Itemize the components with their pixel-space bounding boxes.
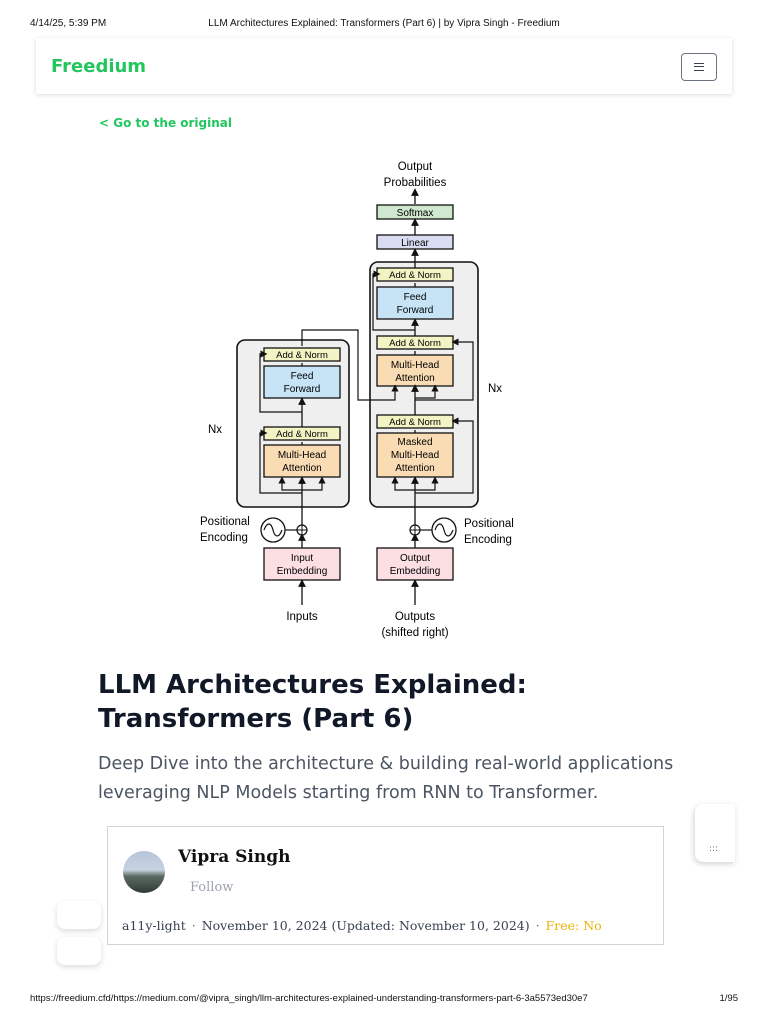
grip-dots-icon: ::: bbox=[709, 844, 718, 854]
output-emb-label-1: Output bbox=[400, 553, 430, 564]
decoder-nx-label: Nx bbox=[488, 383, 502, 395]
linear-label: Linear bbox=[401, 238, 429, 249]
meta-separator: · bbox=[192, 918, 196, 933]
decoder-addnorm-3-label: Add & Norm bbox=[389, 270, 441, 281]
encoder-ff-label-1: Feed bbox=[291, 371, 314, 382]
encoder-ff-label-2: Forward bbox=[284, 384, 321, 395]
masked-label-3: Attention bbox=[395, 463, 434, 474]
outputs-label-2: (shifted right) bbox=[381, 627, 448, 639]
avatar[interactable] bbox=[123, 851, 165, 893]
input-emb-label-1: Input bbox=[291, 553, 313, 564]
print-title: LLM Architectures Explained: Transformer… bbox=[0, 18, 768, 29]
decoder-addnorm-1-label: Add & Norm bbox=[389, 417, 441, 428]
decoder-pos-label-2: Encoding bbox=[464, 534, 512, 546]
author-card: Vipra Singh Follow a11y-light · November 1… bbox=[107, 826, 664, 945]
encoder-pos-label-2: Encoding bbox=[200, 532, 248, 544]
output-probs-label-1: Output bbox=[398, 161, 433, 173]
transformer-diagram: Output Probabilities Softmax Linear Add … bbox=[190, 150, 530, 645]
outputs-label-1: Outputs bbox=[395, 611, 436, 623]
decoder-pos-label-1: Positional bbox=[464, 518, 514, 530]
encoder-mha-label-2: Attention bbox=[282, 463, 321, 474]
output-probs-label-2: Probabilities bbox=[384, 177, 447, 189]
follow-button[interactable]: Follow bbox=[190, 880, 233, 895]
inputs-label: Inputs bbox=[286, 611, 318, 623]
brand-logo[interactable]: Freedium bbox=[51, 56, 146, 77]
transformer-architecture-figure: Output Probabilities Softmax Linear Add … bbox=[190, 150, 530, 645]
encoder-pos-label-1: Positional bbox=[200, 516, 250, 528]
decoder-mha-label-2: Attention bbox=[395, 373, 434, 384]
go-to-original-link[interactable]: < Go to the original bbox=[99, 116, 232, 130]
meta-separator: · bbox=[536, 918, 540, 933]
input-emb-label-2: Embedding bbox=[277, 566, 328, 577]
print-footer: https://freedium.cfd/https://medium.com/… bbox=[0, 993, 768, 1007]
decoder-ff-label-1: Feed bbox=[404, 292, 427, 303]
article-meta: a11y-light · November 10, 2024 (Updated: N… bbox=[122, 918, 602, 933]
floating-button-2[interactable] bbox=[57, 937, 101, 965]
encoder-mha-label-1: Multi-Head bbox=[278, 450, 326, 461]
decoder-addnorm-2-label: Add & Norm bbox=[389, 338, 441, 349]
masked-label-2: Multi-Head bbox=[391, 450, 439, 461]
masked-label-1: Masked bbox=[397, 437, 432, 448]
free-status-badge: Free: No bbox=[546, 918, 602, 933]
article-title: LLM Architectures Explained: Transformer… bbox=[98, 668, 698, 736]
author-name[interactable]: Vipra Singh bbox=[178, 847, 290, 867]
encoder-addnorm-2-label: Add & Norm bbox=[276, 350, 328, 361]
encoder-block bbox=[237, 340, 349, 507]
floating-button-1[interactable] bbox=[57, 901, 101, 929]
decoder-ff-label-2: Forward bbox=[397, 305, 434, 316]
encoder-nx-label: Nx bbox=[208, 424, 222, 436]
print-page-number: 1/95 bbox=[720, 993, 739, 1004]
article-subtitle: Deep Dive into the architecture & buildi… bbox=[98, 750, 698, 808]
hamburger-icon bbox=[694, 63, 704, 71]
output-emb-label-2: Embedding bbox=[390, 566, 441, 577]
publication-name: a11y-light bbox=[122, 918, 186, 933]
print-url: https://freedium.cfd/https://medium.com/… bbox=[30, 993, 588, 1004]
publish-date: November 10, 2024 (Updated: November 10,… bbox=[202, 918, 530, 933]
menu-button[interactable] bbox=[681, 53, 717, 81]
floating-widget[interactable]: ::: bbox=[695, 804, 735, 862]
print-header: 4/14/25, 5:39 PM LLM Architectures Expla… bbox=[0, 18, 768, 34]
encoder-addnorm-1-label: Add & Norm bbox=[276, 429, 328, 440]
decoder-mha-label-1: Multi-Head bbox=[391, 360, 439, 371]
site-header: Freedium bbox=[36, 38, 732, 94]
softmax-label: Softmax bbox=[397, 208, 434, 219]
